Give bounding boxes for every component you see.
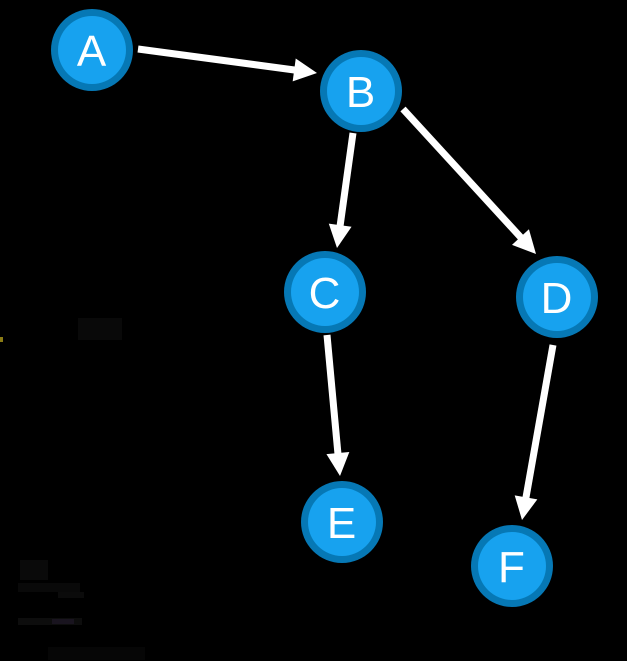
background-artifact <box>18 583 80 592</box>
background-artifact <box>18 618 82 625</box>
node-D[interactable]: D <box>516 256 598 338</box>
node-body <box>291 258 359 326</box>
arrowhead-icon <box>514 495 538 520</box>
background-artifact <box>48 647 145 660</box>
node-F[interactable]: F <box>471 525 553 607</box>
arrowhead-icon <box>328 223 352 248</box>
node-body <box>308 488 376 556</box>
arrowhead-icon <box>511 229 536 254</box>
edge-D-F <box>514 344 557 520</box>
node-body <box>327 57 395 125</box>
node-label: E <box>327 499 357 548</box>
node-label: A <box>77 27 107 76</box>
background-artifact <box>58 592 84 598</box>
arrowhead-icon <box>326 452 350 476</box>
node-body <box>58 16 126 84</box>
edge-line <box>323 334 342 458</box>
arrowhead-icon <box>292 58 317 82</box>
node-body <box>478 532 546 600</box>
node-label: D <box>541 274 574 323</box>
edge-line <box>400 106 526 243</box>
node-A[interactable]: A <box>51 9 133 91</box>
edge-line <box>521 344 557 502</box>
node-E[interactable]: E <box>301 481 383 563</box>
node-label: B <box>346 68 376 117</box>
node-body <box>523 263 591 331</box>
node-C[interactable]: C <box>284 251 366 333</box>
edge-C-E <box>323 334 350 476</box>
edge-line <box>137 45 299 74</box>
screen-speck <box>0 337 3 342</box>
background-artifact <box>20 560 48 580</box>
edge-B-D <box>400 106 536 254</box>
edge-A-B <box>137 45 317 82</box>
background-artifact <box>78 318 122 340</box>
edge-B-C <box>328 132 357 248</box>
edge-line <box>336 132 357 230</box>
background-artifact <box>52 619 74 624</box>
node-label: F <box>498 543 526 592</box>
node-label: C <box>309 269 342 318</box>
node-B[interactable]: B <box>320 50 402 132</box>
